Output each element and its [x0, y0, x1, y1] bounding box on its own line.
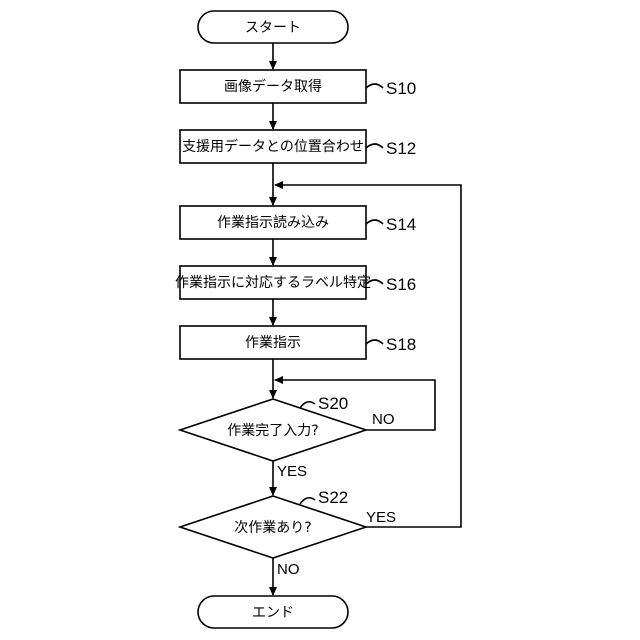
- process-label-s10: 画像データ取得: [224, 78, 322, 95]
- step-id-s20: S20: [318, 394, 348, 413]
- branch-no-s22: NO: [277, 561, 300, 578]
- branch-no-s20: NO: [372, 411, 395, 428]
- step-id-s22: S22: [318, 488, 348, 507]
- step-id-s12: S12: [386, 139, 416, 158]
- step-id-s18: S18: [386, 335, 416, 354]
- step-tag-leader-s18: [366, 340, 383, 344]
- step-tag-leader-s20: [300, 402, 315, 408]
- start-label: スタート: [245, 20, 301, 36]
- decision-label-s22: 次作業あり?: [234, 520, 311, 536]
- process-label-s18: 作業指示: [245, 335, 301, 351]
- step-tag-leader-s12: [366, 144, 383, 148]
- decision-label-s20: 作業完了入力?: [227, 423, 318, 439]
- step-id-s10: S10: [386, 79, 416, 98]
- process-label-s16: 作業指示に対応するラベル特定: [175, 275, 371, 291]
- step-id-s14: S14: [386, 215, 416, 234]
- process-label-s14: 作業指示読み込み: [217, 214, 329, 231]
- branch-yes-s20: YES: [277, 463, 307, 480]
- step-id-s16: S16: [386, 275, 416, 294]
- step-tag-leader-s14: [366, 220, 383, 224]
- branch-yes-s22: YES: [366, 509, 396, 526]
- step-tag-leader-s10: [366, 84, 383, 88]
- process-label-s12: 支援用データとの位置合わせ: [182, 138, 364, 155]
- end-label: エンド: [252, 605, 294, 621]
- step-tag-leader-s22: [300, 498, 315, 504]
